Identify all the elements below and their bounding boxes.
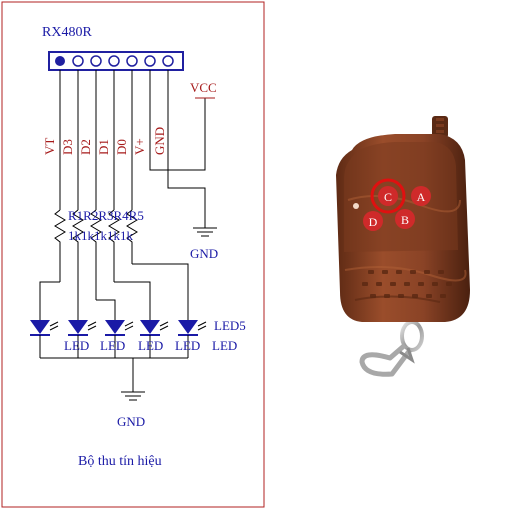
remote-button-c-label: C — [384, 190, 392, 204]
led-label-4: LED — [175, 338, 200, 353]
schematic-caption: Bộ thu tín hiệu — [78, 454, 162, 469]
header-wires — [59, 70, 206, 228]
pin-label-vt: VT — [42, 138, 57, 155]
remote-led-indicator — [353, 203, 359, 209]
led-4 — [140, 320, 169, 336]
gnd-symbol-top: GND — [190, 227, 218, 261]
led-row: LED5 — [30, 318, 246, 336]
led-label-5: LED — [212, 338, 237, 353]
cathode-bus — [39, 335, 189, 392]
remote-button-b[interactable]: B — [395, 209, 415, 229]
gnd-label-bottom: GND — [117, 414, 145, 429]
vcc-label: VCC — [190, 80, 217, 95]
remote-button-b-label: B — [401, 213, 409, 227]
remote-grip-dots — [362, 270, 452, 298]
header-connector — [48, 51, 184, 71]
led-label-3: LED — [138, 338, 163, 353]
led-5 — [178, 320, 207, 336]
header-label: RX480R — [42, 25, 92, 40]
pin-label-gnd: GND — [152, 127, 167, 155]
resistor-values: 1k1k1k1k1k — [68, 228, 134, 243]
led-2 — [68, 320, 97, 336]
led-label-1: LED — [64, 338, 89, 353]
remote-photo: C A D B — [336, 116, 470, 377]
remote-button-d-label: D — [369, 215, 378, 229]
schematic-frame — [1, 1, 265, 508]
remote-button-a-label: A — [417, 190, 426, 204]
pin-label-d2: D2 — [78, 139, 93, 155]
led-labels: LED LED LED LED LED — [64, 338, 237, 353]
gnd-label-top: GND — [190, 246, 218, 261]
remote-button-a[interactable]: A — [411, 186, 431, 206]
pin-label-vplus: V+ — [132, 138, 147, 155]
pin-label-d3: D3 — [60, 139, 75, 155]
led-1 — [30, 320, 59, 336]
resistor-names: R1R2R3R4R5 — [68, 208, 144, 223]
led-3 — [105, 320, 134, 336]
pin-label-d0: D0 — [114, 139, 129, 155]
vcc-symbol: VCC — [190, 80, 217, 99]
gnd-symbol-bottom: GND — [117, 391, 145, 429]
led-name-last: LED5 — [214, 318, 246, 333]
remote-button-d[interactable]: D — [363, 211, 383, 231]
pin-labels: VT D3 D2 D1 D0 V+ GND — [42, 127, 167, 155]
led-routing — [39, 263, 189, 320]
pin-label-d1: D1 — [96, 139, 111, 155]
remote-button-c[interactable]: C — [370, 178, 406, 214]
key-ring — [359, 320, 424, 377]
led-label-2: LED — [100, 338, 125, 353]
resistor-bank: R1R2R3R4R5 1k1k1k1k1k — [54, 208, 144, 300]
